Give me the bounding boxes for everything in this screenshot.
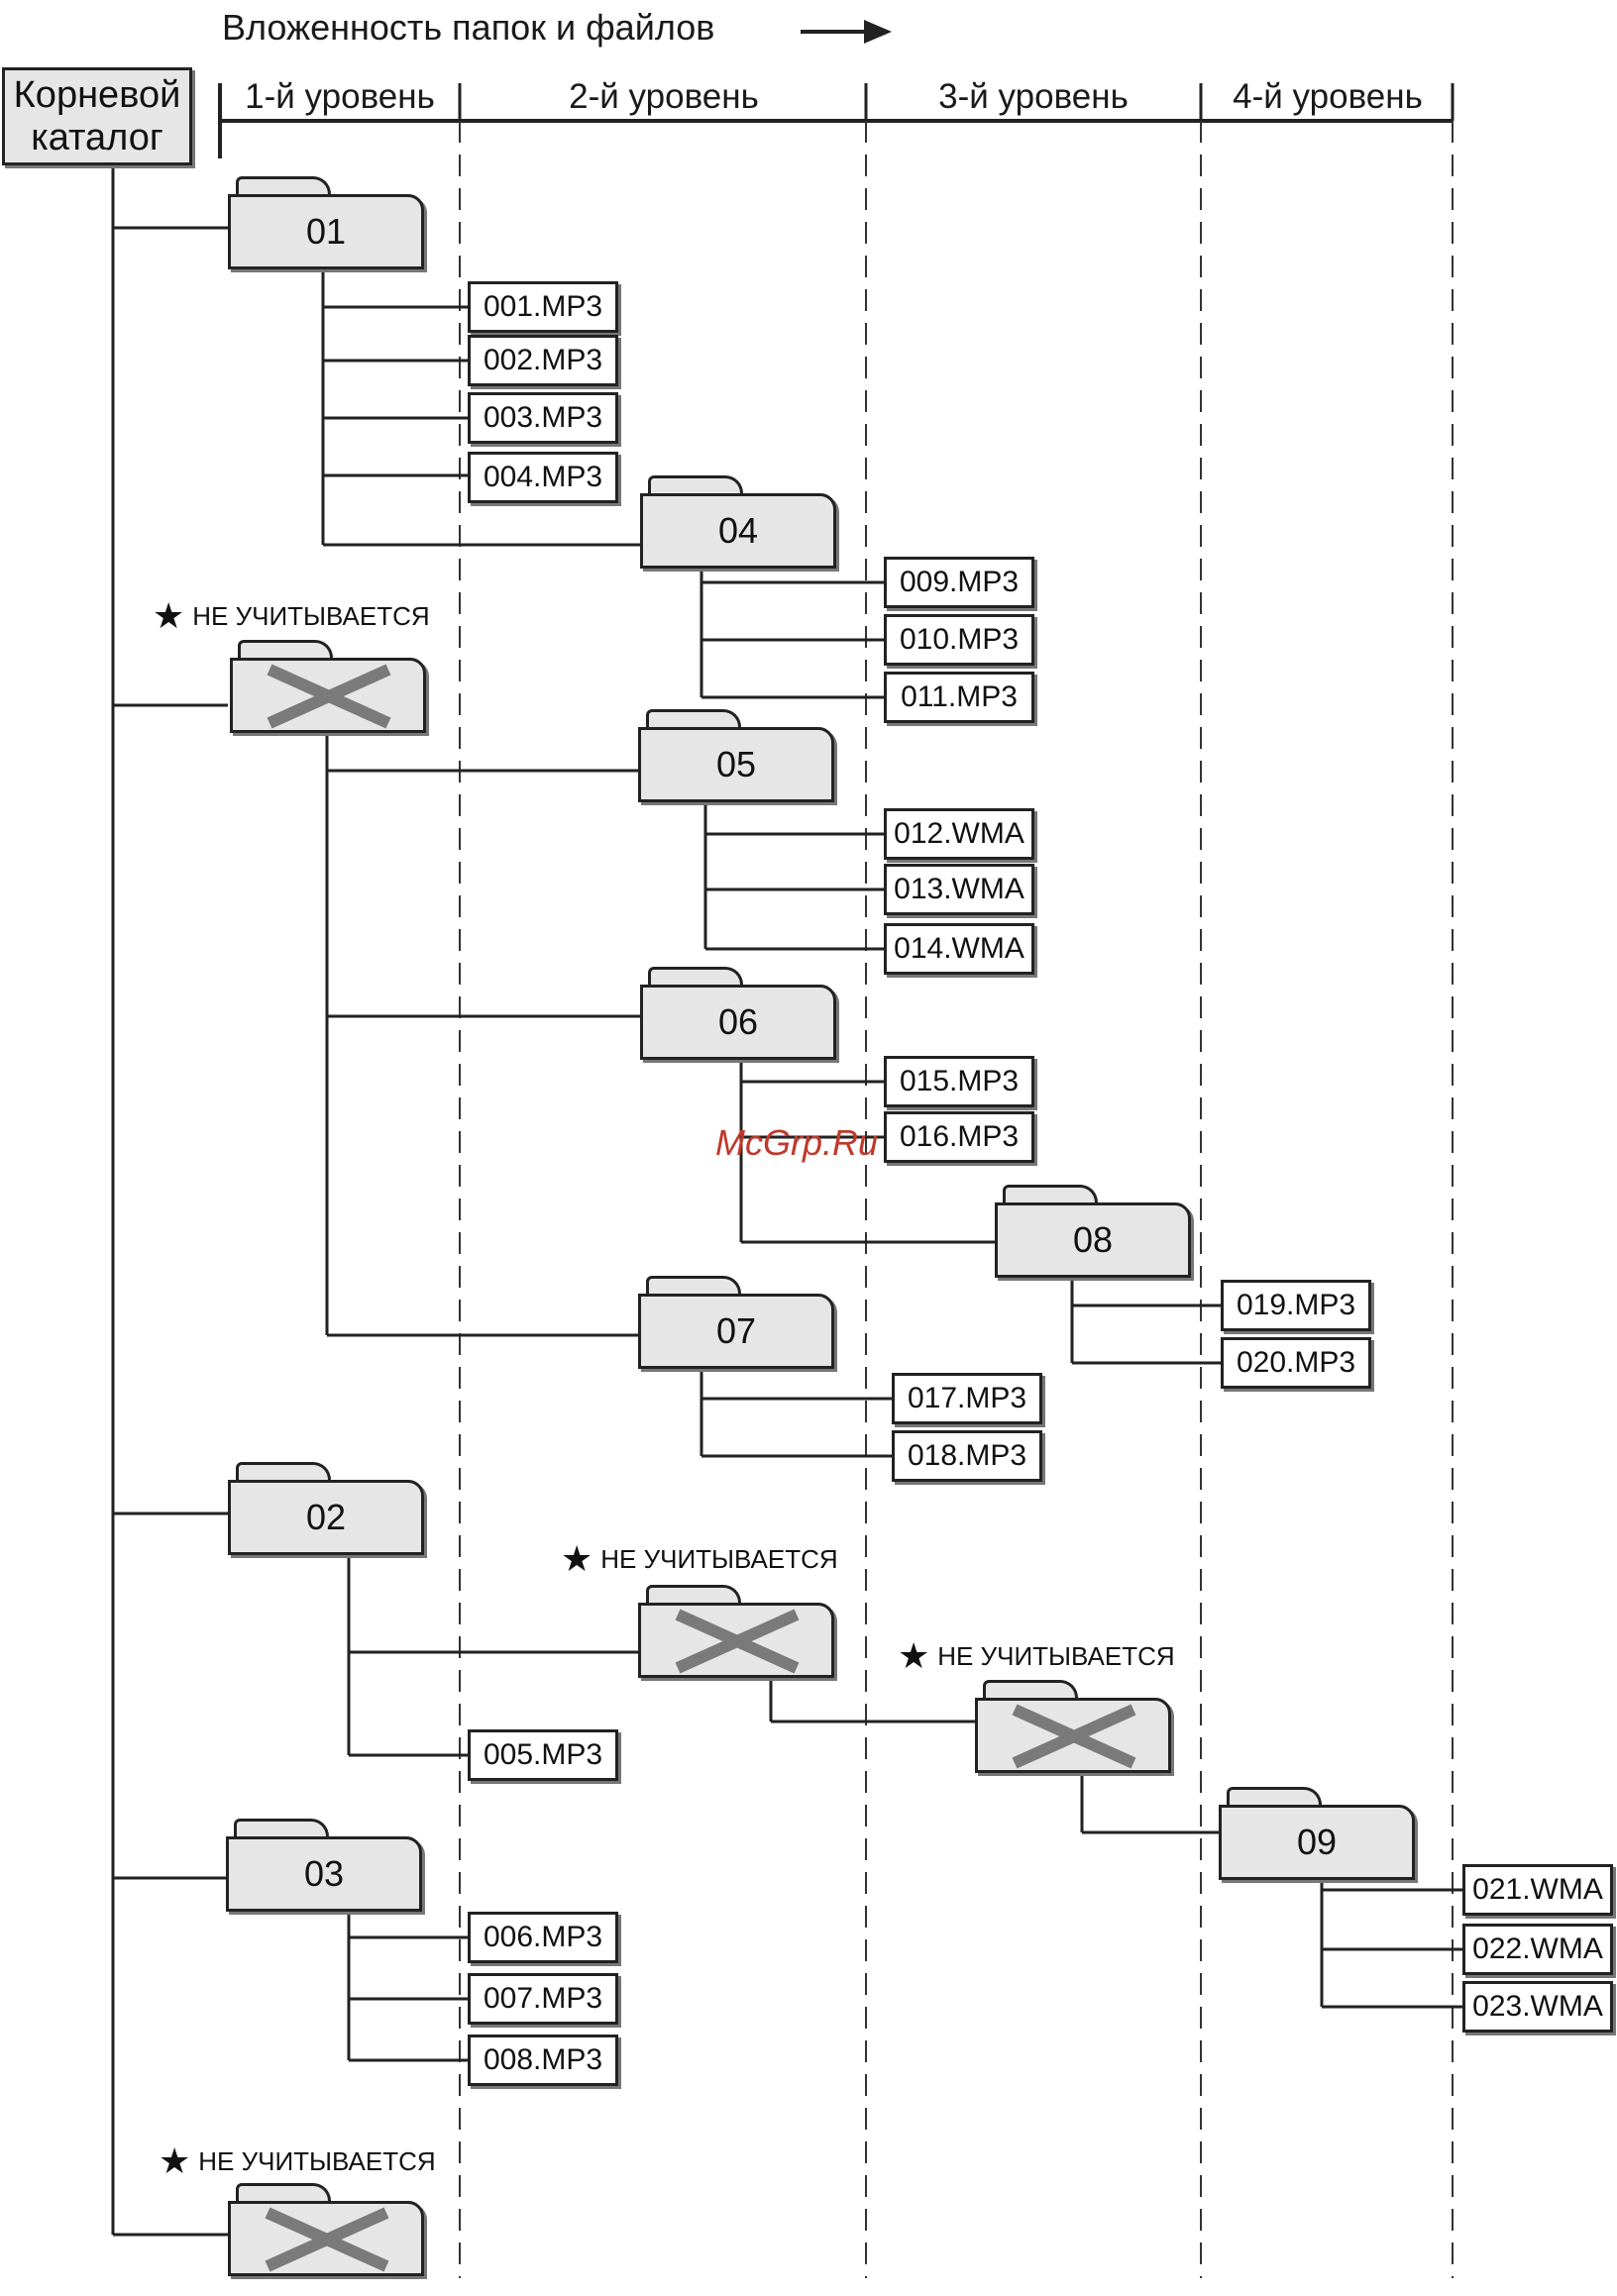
ignored-folder-level1 bbox=[230, 640, 426, 733]
ignored-folder-bottom bbox=[228, 2183, 424, 2276]
star-icon: ★ bbox=[159, 2140, 191, 2181]
file-016: 016.MP3 bbox=[884, 1111, 1034, 1163]
star-icon: ★ bbox=[561, 1538, 593, 1579]
folder-label: 04 bbox=[640, 493, 836, 569]
file-022: 022.WMA bbox=[1462, 1924, 1613, 1975]
root-directory: Корневой каталог bbox=[2, 67, 192, 165]
root-label-line1: Корневой bbox=[13, 73, 181, 116]
level-3-label: 3-й уровень bbox=[938, 77, 1129, 116]
nesting-arrow-icon bbox=[801, 20, 892, 44]
folder-01: 01 bbox=[228, 176, 424, 269]
file-010: 010.MP3 bbox=[884, 614, 1034, 666]
ignored-note-text: НЕ УЧИТЫВАЕТСЯ bbox=[600, 1544, 838, 1574]
folder-label: 09 bbox=[1219, 1805, 1415, 1880]
arrow-head bbox=[864, 20, 892, 44]
folder-04: 04 bbox=[640, 475, 836, 569]
folder-label: 02 bbox=[228, 1480, 424, 1555]
folder-02: 02 bbox=[228, 1462, 424, 1555]
ignored-note: ★НЕ УЧИТЫВАЕТСЯ bbox=[153, 598, 430, 634]
folder-label: 06 bbox=[640, 985, 836, 1060]
file-013: 013.WMA bbox=[884, 864, 1034, 915]
star-icon: ★ bbox=[153, 595, 185, 636]
diagram-title: Вложенность папок и файлов bbox=[222, 7, 715, 48]
folder-label: 03 bbox=[226, 1836, 422, 1912]
folder-label: 01 bbox=[228, 194, 424, 269]
file-018: 018.MP3 bbox=[892, 1430, 1042, 1482]
folder-08: 08 bbox=[995, 1185, 1191, 1278]
level-2-label: 2-й уровень bbox=[569, 77, 759, 116]
file-011: 011.MP3 bbox=[884, 672, 1034, 723]
ignored-note: ★НЕ УЧИТЫВАЕТСЯ bbox=[159, 2143, 436, 2179]
file-004: 004.MP3 bbox=[468, 452, 618, 503]
cross-icon bbox=[265, 2207, 389, 2272]
ignored-note-text: НЕ УЧИТЫВАЕТСЯ bbox=[937, 1641, 1175, 1671]
file-008: 008.MP3 bbox=[468, 2035, 618, 2086]
file-020: 020.MP3 bbox=[1221, 1337, 1371, 1389]
file-014: 014.WMA bbox=[884, 923, 1034, 975]
ignored-folder-level3 bbox=[975, 1680, 1171, 1773]
file-001: 001.MP3 bbox=[468, 281, 618, 333]
ignored-note-text: НЕ УЧИТЫВАЕТСЯ bbox=[198, 2146, 436, 2176]
cross-icon bbox=[267, 664, 391, 729]
file-015: 015.MP3 bbox=[884, 1056, 1034, 1107]
folder-label: 08 bbox=[995, 1202, 1191, 1278]
cross-icon bbox=[1012, 1704, 1136, 1769]
root-label-line2: каталог bbox=[31, 116, 163, 158]
file-009: 009.MP3 bbox=[884, 557, 1034, 608]
folder-label: 05 bbox=[638, 727, 834, 802]
file-007: 007.MP3 bbox=[468, 1973, 618, 2025]
level-1-label: 1-й уровень bbox=[245, 77, 435, 116]
ignored-folder-level2 bbox=[638, 1585, 834, 1678]
ignored-note: ★НЕ УЧИТЫВАЕТСЯ bbox=[561, 1541, 838, 1577]
folder-05: 05 bbox=[638, 709, 834, 802]
file-006: 006.MP3 bbox=[468, 1912, 618, 1963]
folder-09: 09 bbox=[1219, 1787, 1415, 1880]
file-005: 005.MP3 bbox=[468, 1729, 618, 1781]
folder-label: 07 bbox=[638, 1294, 834, 1369]
folder-06: 06 bbox=[640, 967, 836, 1060]
file-002: 002.MP3 bbox=[468, 335, 618, 386]
file-021: 021.WMA bbox=[1462, 1864, 1613, 1916]
file-023: 023.WMA bbox=[1462, 1981, 1613, 2033]
watermark: McGrp.Ru bbox=[715, 1122, 879, 1163]
file-019: 019.MP3 bbox=[1221, 1280, 1371, 1331]
file-012: 012.WMA bbox=[884, 808, 1034, 860]
star-icon: ★ bbox=[898, 1635, 930, 1676]
file-003: 003.MP3 bbox=[468, 392, 618, 444]
ignored-note-text: НЕ УЧИТЫВАЕТСЯ bbox=[192, 601, 430, 631]
file-017: 017.MP3 bbox=[892, 1373, 1042, 1424]
folder-03: 03 bbox=[226, 1819, 422, 1912]
tree-branches bbox=[111, 165, 1462, 2237]
level-guide-lines bbox=[218, 83, 1455, 2278]
level-4-label: 4-й уровень bbox=[1233, 77, 1423, 116]
cross-icon bbox=[675, 1609, 800, 1674]
folder-07: 07 bbox=[638, 1276, 834, 1369]
ignored-note: ★НЕ УЧИТЫВАЕТСЯ bbox=[898, 1638, 1175, 1674]
